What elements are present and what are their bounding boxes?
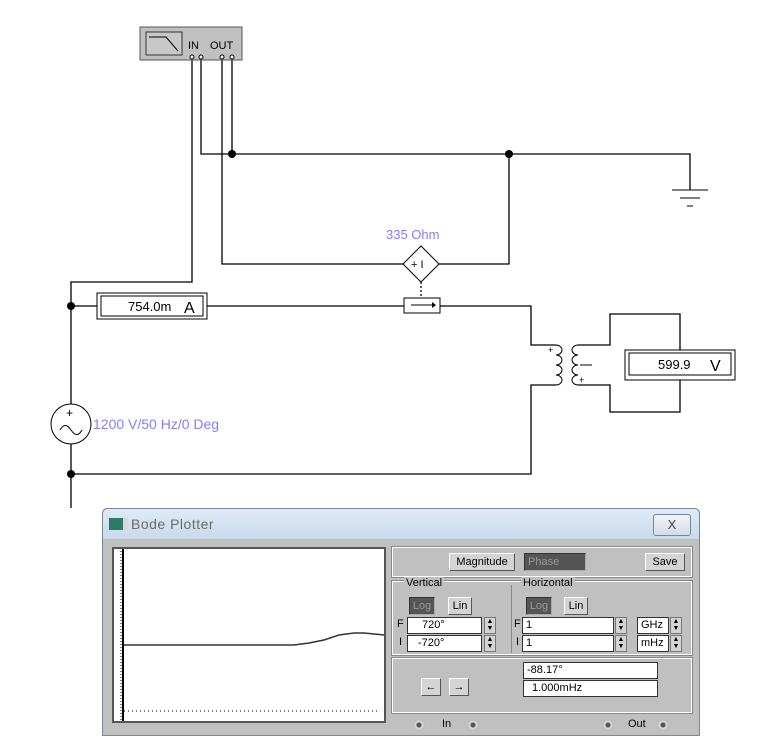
circuit-schematic: IN OUT + I 335 Ohm 754.0m A 599.9 V + + … — [50, 26, 736, 508]
horizontal-final-input[interactable]: 1 — [522, 617, 614, 634]
voltmeter-unit: V — [710, 358, 721, 375]
bode-plotter-icon[interactable]: IN OUT — [139, 26, 243, 61]
vertical-label: Vertical — [404, 577, 445, 589]
horizontal-initial-spinner[interactable]: ▲▼ — [615, 635, 627, 652]
horizontal-final-spinner[interactable]: ▲▼ — [615, 617, 627, 634]
dependent-current-source[interactable]: + I — [402, 245, 440, 283]
bode-plot-area[interactable] — [112, 547, 425, 723]
save-button[interactable]: Save — [645, 553, 685, 571]
ground-right — [672, 189, 708, 207]
cursor-left-button[interactable]: ← — [421, 678, 441, 696]
cursor-right-button[interactable]: → — [449, 678, 469, 696]
magnitude-button[interactable]: Magnitude — [449, 553, 515, 571]
svg-text:+: + — [66, 406, 73, 420]
current-sensor[interactable] — [403, 297, 441, 314]
horizontal-lin-button[interactable]: Lin — [564, 597, 588, 615]
readout-frequency: 1.000mHz — [523, 680, 658, 697]
bode-out-label: OUT — [210, 40, 234, 52]
out-minus-terminal[interactable] — [657, 719, 669, 731]
transformer[interactable]: + + — [548, 344, 592, 386]
out-plus-terminal[interactable] — [602, 719, 614, 731]
horizontal-f-label: F — [514, 618, 521, 630]
horizontal-initial-label: I — [516, 636, 520, 648]
vertical-lin-button[interactable]: Lin — [448, 597, 472, 615]
ac-voltage-source[interactable]: + — [50, 403, 92, 445]
vertical-initial-label: I — [399, 636, 403, 648]
ammeter-unit: A — [184, 300, 195, 317]
out-label: Out — [628, 718, 646, 730]
window-title: Bode Plotter — [131, 516, 215, 532]
horizontal-log-button[interactable]: Log — [526, 597, 552, 615]
initial-unit-spinner[interactable]: ▲▼ — [670, 635, 682, 652]
vertical-final-input[interactable]: 720° — [407, 617, 482, 634]
vertical-initial-input[interactable]: -720° — [407, 635, 482, 652]
junctions — [67, 150, 513, 478]
phase-button[interactable]: Phase — [524, 553, 586, 571]
wires — [70, 57, 691, 508]
bode-plotter-window: Bode Plotter X Magnitude Phase Save Vert… — [102, 508, 700, 736]
vertical-initial-spinner[interactable]: ▲▼ — [484, 635, 496, 652]
phase-curve — [124, 632, 425, 646]
app-icon — [109, 518, 128, 530]
ammeter-value: 754.0m — [128, 299, 171, 314]
control-panel: Magnitude Phase Save Vertical Horizontal… — [391, 546, 693, 733]
svg-text:+: + — [579, 375, 584, 385]
ac-source-label: 1200 V/50 Hz/0 Deg — [93, 416, 219, 432]
voltmeter-value: 599.9 — [658, 357, 691, 372]
dep-source-label: 335 Ohm — [386, 227, 439, 242]
horizontal-final-unit[interactable]: GHz — [637, 617, 669, 634]
vertical-log-button[interactable]: Log — [409, 597, 435, 615]
svg-text:+: + — [548, 345, 553, 355]
bode-in-label: IN — [188, 40, 199, 52]
ammeter[interactable]: 754.0m A — [96, 292, 208, 320]
horizontal-initial-unit[interactable]: mHz — [637, 635, 669, 652]
voltmeter[interactable]: 599.9 V — [624, 349, 736, 381]
vertical-f-label: F — [397, 618, 404, 630]
horizontal-initial-input[interactable]: 1 — [522, 635, 614, 652]
phase-plot — [120, 549, 425, 721]
readout-value: -88.17° — [523, 662, 658, 679]
in-minus-terminal[interactable] — [467, 719, 479, 731]
in-plus-terminal[interactable] — [413, 719, 425, 731]
final-unit-spinner[interactable]: ▲▼ — [670, 617, 682, 634]
dep-source-symbol: + I — [411, 259, 424, 271]
close-button[interactable]: X — [653, 514, 691, 536]
horizontal-label: Horizontal — [521, 577, 575, 589]
title-bar[interactable]: Bode Plotter X — [103, 509, 699, 539]
in-label: In — [442, 718, 452, 730]
vertical-final-spinner[interactable]: ▲▼ — [484, 617, 496, 634]
